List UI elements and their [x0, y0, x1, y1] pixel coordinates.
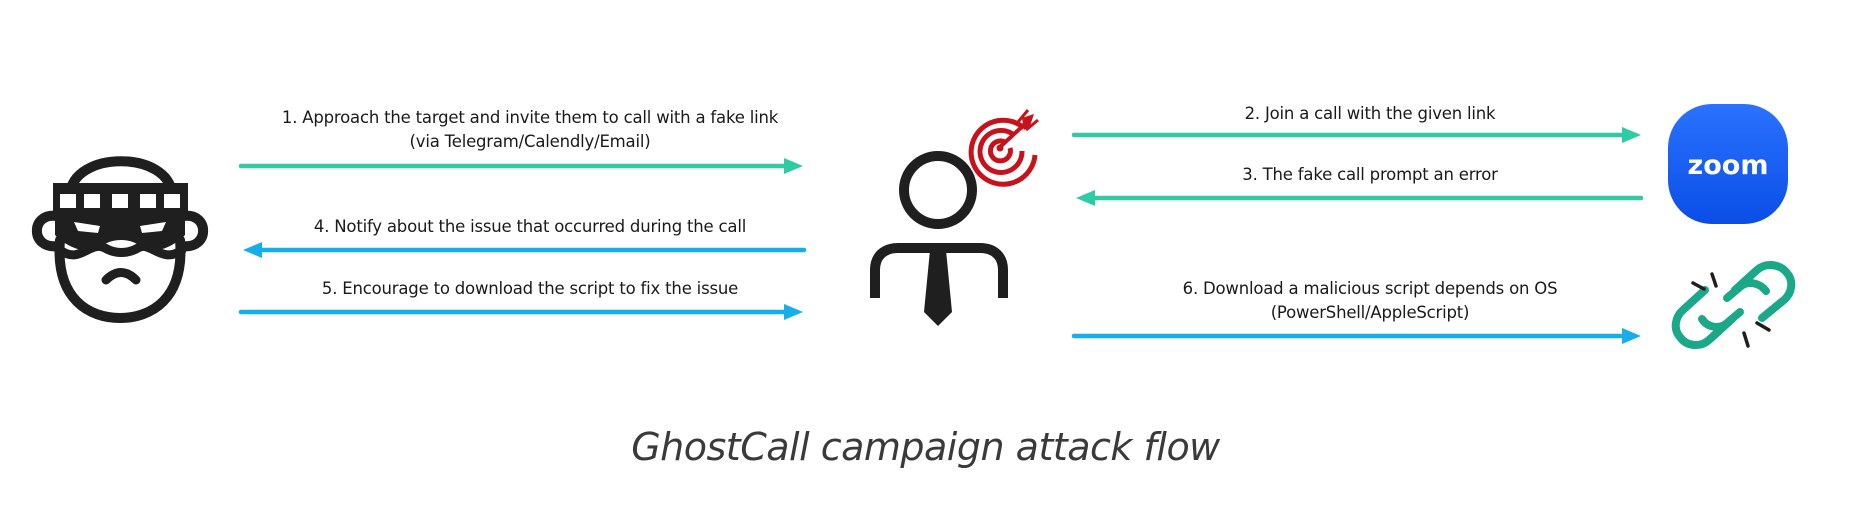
- zoom-wordmark: zoom: [1688, 150, 1769, 181]
- step-1-label: 1. Approach the target and invite them t…: [230, 106, 830, 154]
- arrow-step-2: [1071, 127, 1641, 143]
- step-2-label: 2. Join a call with the given link: [1070, 102, 1670, 126]
- businessman-icon: [870, 151, 1008, 326]
- bullseye-target-icon: [968, 109, 1039, 187]
- step-3-label: 3. The fake call prompt an error: [1070, 163, 1670, 187]
- step-5-label: 5. Encourage to download the script to f…: [230, 277, 830, 301]
- broken-chain-link-icon: [1671, 261, 1796, 349]
- arrow-step-6: [1071, 328, 1641, 344]
- arrow-step-1: [238, 158, 803, 174]
- robber-mask-icon: [31, 156, 209, 323]
- step-6-line-2: (PowerShell/AppleScript): [1270, 303, 1470, 322]
- step-5-line-1: 5. Encourage to download the script to f…: [321, 279, 739, 298]
- zoom-app-icon: zoom: [1668, 104, 1788, 224]
- step-1-line-2: (via Telegram/Calendly/Email): [409, 132, 651, 151]
- arrow-step-4: [243, 242, 807, 258]
- arrow-step-3: [1076, 190, 1644, 206]
- robber-mask-band: [53, 183, 188, 251]
- step-4-line-1: 4. Notify about the issue that occurred …: [313, 217, 747, 236]
- step-6-label: 6. Download a malicious script depends o…: [1070, 277, 1670, 325]
- step-1-line-1: 1. Approach the target and invite them t…: [281, 108, 779, 127]
- diagram-title: GhostCall campaign attack flow: [631, 425, 1220, 469]
- step-3-line-1: 3. The fake call prompt an error: [1242, 165, 1498, 184]
- step-2-line-1: 2. Join a call with the given link: [1244, 104, 1496, 123]
- step-6-line-1: 6. Download a malicious script depends o…: [1182, 279, 1558, 298]
- arrow-step-5: [238, 304, 803, 320]
- step-4-label: 4. Notify about the issue that occurred …: [230, 215, 830, 239]
